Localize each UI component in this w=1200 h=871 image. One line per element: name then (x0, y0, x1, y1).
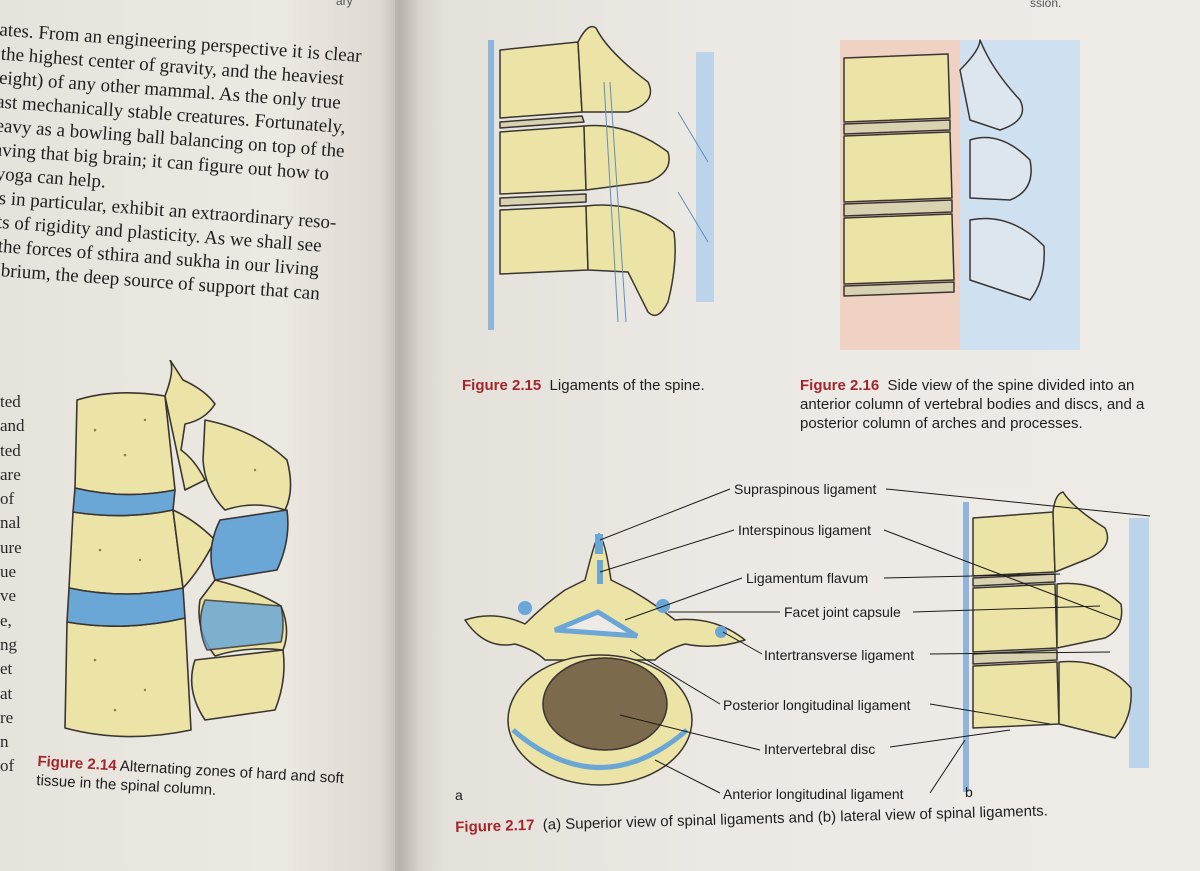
book-gutter (380, 0, 420, 871)
label-intertransverse-ligament: Intertransverse ligament (764, 647, 915, 663)
margin-fragment: n (0, 732, 9, 752)
figure-2-14-illustration (64, 360, 292, 738)
margin-fragment: of (0, 756, 15, 776)
figure-2-16-caption: Figure 2.16 Side view of the spine divid… (800, 376, 1160, 433)
label-posterior-longitudinal-ligament: Posterior longitudinal ligament (723, 697, 911, 713)
running-head-right: ssion. (1030, 0, 1062, 10)
figure-2-16-label: Figure 2.16 (800, 377, 880, 394)
margin-fragment: and (0, 416, 25, 436)
running-head-left: ary (336, 0, 353, 8)
margin-text-fragments: ted and ted are of nal ure ue ve e, ng e… (0, 390, 30, 779)
figure-2-15-illustration (488, 25, 714, 330)
margin-fragment: are (0, 464, 21, 484)
panel-label-b: b (965, 784, 973, 800)
figure-2-17a-illustration (464, 533, 746, 786)
figure-2-15-caption: Figure 2.15 Ligaments of the spine. (462, 376, 705, 395)
label-interspinous-ligament: Interspinous ligament (738, 522, 872, 538)
margin-fragment: of (0, 489, 15, 509)
margin-fragment: ure (0, 537, 22, 557)
margin-fragment: nal (0, 513, 21, 533)
label-anterior-longitudinal-ligament: Anterior longitudinal ligament (723, 786, 904, 802)
figure-2-17b-illustration (955, 488, 1165, 808)
margin-fragment: ted (0, 392, 21, 411)
figure-2-15-text: Ligaments of the spine. (549, 377, 705, 394)
panel-label-a: a (455, 787, 463, 803)
label-supraspinous-ligament: Supraspinous ligament (734, 481, 877, 497)
margin-fragment: ted (0, 440, 21, 460)
figure-2-17-label: Figure 2.17 (455, 816, 535, 836)
label-intervertebral-disc: Intervertebral disc (764, 741, 876, 757)
margin-fragment: ue (0, 562, 17, 582)
margin-fragment: ve (0, 586, 17, 606)
margin-fragment: re (0, 707, 14, 727)
margin-fragment: ng (0, 634, 17, 654)
margin-fragment: e, (0, 610, 12, 630)
figure-2-15-label: Figure 2.15 (462, 377, 542, 394)
margin-fragment: et (0, 659, 13, 679)
figure-2-16-illustration (840, 39, 1080, 350)
figure-2-16-text: Side view of the spine divided into an a… (800, 377, 1145, 432)
margin-fragment: at (0, 683, 13, 703)
label-facet-joint-capsule: Facet joint capsule (784, 604, 901, 620)
label-ligamentum-flavum: Ligamentum flavum (746, 570, 869, 586)
